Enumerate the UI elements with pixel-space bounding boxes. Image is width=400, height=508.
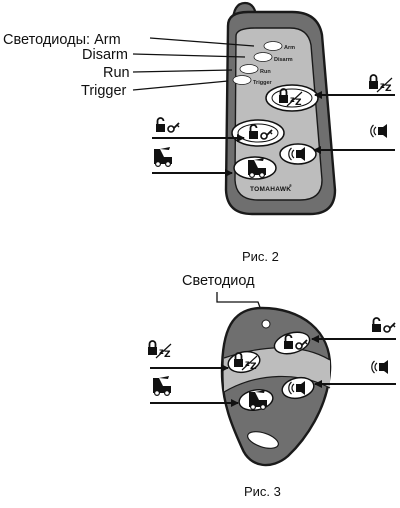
led-label-run: Run bbox=[103, 65, 130, 81]
led-trigger bbox=[232, 75, 252, 85]
car-trunk-icon bbox=[153, 146, 173, 167]
button-trunk-fig3[interactable] bbox=[238, 387, 275, 413]
button-trunk-fig2[interactable] bbox=[233, 156, 277, 180]
left-indicators-fig2 bbox=[152, 117, 245, 177]
fob3-buttons bbox=[227, 329, 315, 413]
car-trunk-icon bbox=[152, 375, 172, 396]
led-label-fig3: Светодиод bbox=[182, 273, 255, 289]
figure-3: Светодиод bbox=[147, 273, 396, 499]
siren-speaker-icon bbox=[370, 123, 388, 139]
right-indicators-fig3 bbox=[311, 317, 396, 388]
led-arm bbox=[263, 41, 283, 51]
unlock-key-icon bbox=[155, 117, 180, 133]
figure-2: Arm Disarm Run Trigger Светодиоды: Arm D… bbox=[3, 1, 395, 264]
lock-sleep-icon bbox=[368, 74, 393, 95]
brand-mark: ® bbox=[289, 183, 292, 188]
right-indicators-fig2 bbox=[313, 74, 395, 154]
unlock-key-icon bbox=[371, 317, 396, 333]
button-siren-fig2[interactable] bbox=[279, 143, 317, 165]
button-siren-fig3[interactable] bbox=[280, 375, 315, 401]
brand-label: TOMAHAWK bbox=[250, 186, 291, 193]
led-label-arm: Светодиоды: Arm bbox=[3, 32, 121, 48]
led-indicators: Arm Disarm Run Trigger bbox=[232, 41, 295, 86]
led-tag-arm: Arm bbox=[284, 45, 295, 51]
led-tag-disarm: Disarm bbox=[274, 57, 293, 63]
caption-fig3: Рис. 3 bbox=[244, 484, 281, 499]
led-fig3 bbox=[261, 319, 271, 329]
led-tag-run: Run bbox=[260, 69, 271, 75]
led-label-disarm: Disarm bbox=[82, 47, 128, 63]
led-run bbox=[239, 64, 259, 74]
led-tag-trigger: Trigger bbox=[253, 80, 273, 86]
button-unlock-fig2[interactable] bbox=[231, 119, 285, 147]
button-lock-fig2[interactable] bbox=[265, 84, 319, 112]
caption-fig2: Рис. 2 bbox=[242, 249, 279, 264]
left-indicators-fig3 bbox=[147, 340, 239, 407]
siren-speaker-icon bbox=[371, 359, 389, 375]
led-disarm bbox=[253, 52, 273, 62]
fob2-buttons bbox=[231, 84, 319, 180]
button-unlock-fig3[interactable] bbox=[272, 329, 312, 358]
led-labels: Светодиоды: Arm Disarm Run Trigger bbox=[3, 32, 255, 99]
led-label-trigger: Trigger bbox=[81, 83, 127, 99]
lock-sleep-icon bbox=[147, 340, 172, 361]
